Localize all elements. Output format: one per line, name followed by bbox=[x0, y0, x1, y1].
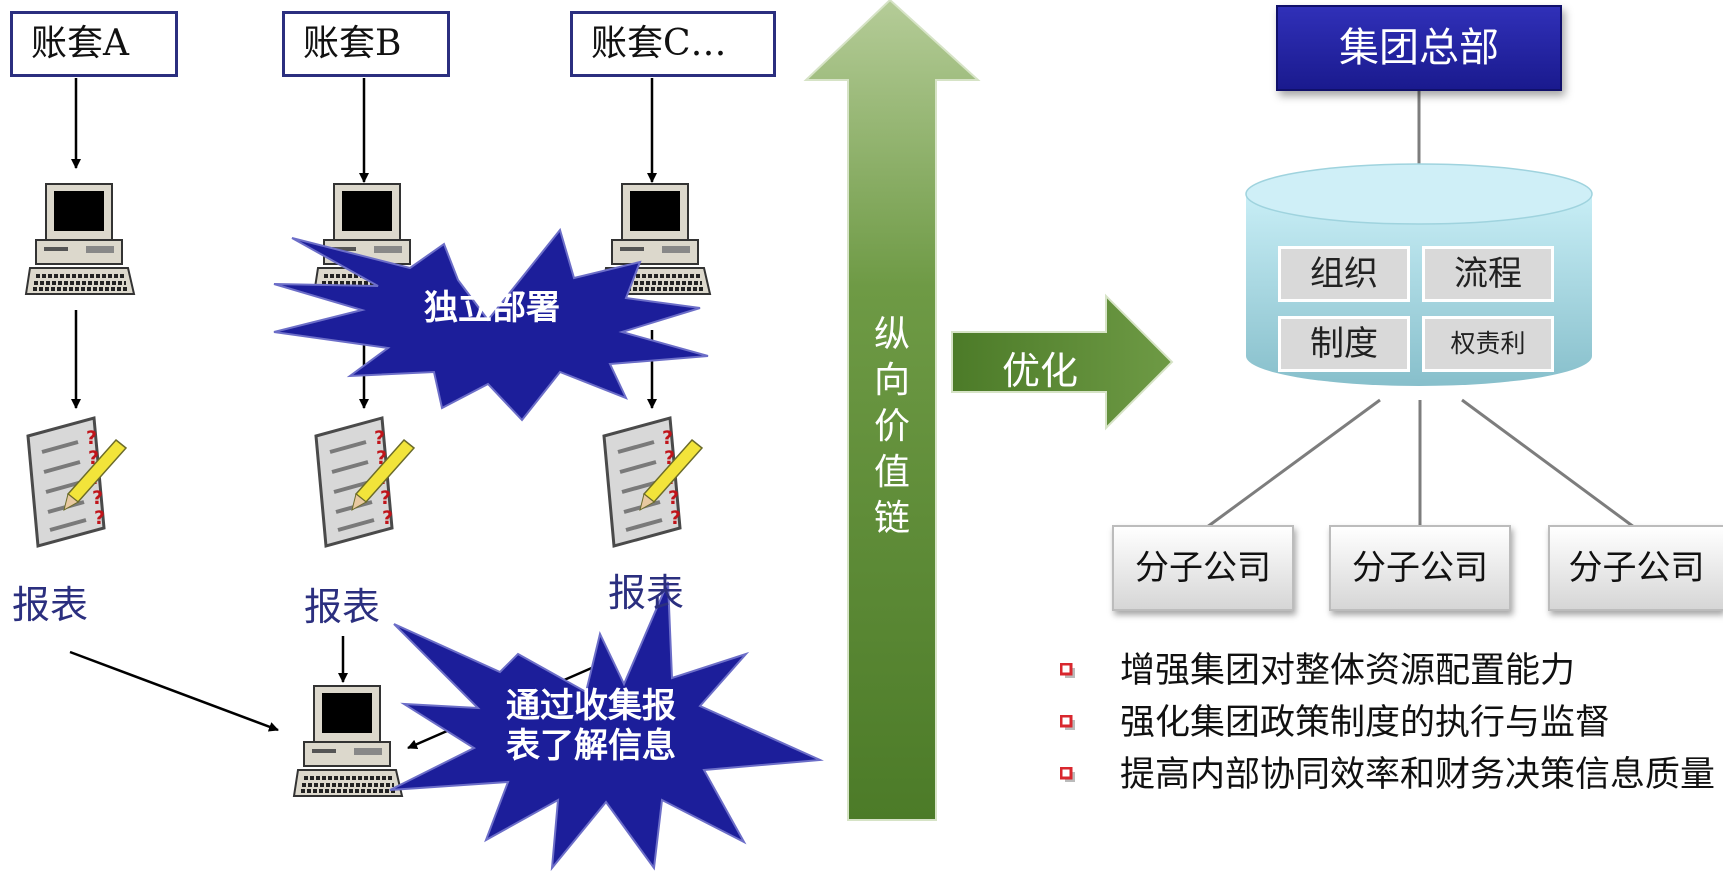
db-cell-organization: 组织 bbox=[1278, 246, 1410, 302]
benefit-text: 强化集团政策制度的执行与监督 bbox=[1120, 703, 1611, 743]
report-icon-c bbox=[602, 416, 704, 548]
collect-burst bbox=[389, 581, 824, 872]
ledger-b-box: 账套B bbox=[282, 11, 450, 77]
optimize-arrow bbox=[951, 293, 1174, 431]
report-icon-b bbox=[314, 416, 416, 548]
collect-burst-line1: 通过收集报 bbox=[506, 686, 676, 726]
vertical-chain-arrow bbox=[803, 0, 981, 821]
ledger-a-box: 账套A bbox=[10, 11, 178, 77]
collect-burst-line2: 表了解信息 bbox=[506, 726, 676, 766]
benefit-item: 增强集团对整体资源配置能力 bbox=[1060, 646, 1715, 698]
ledger-arrows bbox=[71, 78, 657, 183]
vertical-chain-char: 值 bbox=[873, 452, 910, 493]
subsidiary-box-1: 分子公司 bbox=[1112, 525, 1294, 611]
subsidiary-box-3: 分子公司 bbox=[1548, 525, 1723, 611]
db-cell-system: 制度 bbox=[1278, 316, 1410, 372]
ledger-c-box: 账套C… bbox=[570, 11, 776, 77]
db-cell-responsibility: 权责利 bbox=[1422, 316, 1554, 372]
vertical-chain-char: 链 bbox=[873, 498, 910, 539]
subsidiary-box-2: 分子公司 bbox=[1329, 525, 1511, 611]
vertical-chain-label: 纵 向 价 值 链 bbox=[868, 312, 916, 542]
central-computer-icon bbox=[292, 684, 404, 798]
bullet-square-icon bbox=[1060, 715, 1075, 730]
optimize-label: 优化 bbox=[1002, 349, 1079, 393]
bullet-square-icon bbox=[1060, 663, 1075, 678]
benefit-list: 增强集团对整体资源配置能力 强化集团政策制度的执行与监督 提高内部协同效率和财务… bbox=[1060, 646, 1715, 802]
benefit-text: 增强集团对整体资源配置能力 bbox=[1120, 651, 1576, 691]
report-label-c: 报表 bbox=[608, 571, 685, 615]
vertical-chain-char: 价 bbox=[873, 406, 910, 447]
deploy-burst bbox=[273, 227, 709, 422]
report-label-a: 报表 bbox=[12, 583, 89, 627]
report-icon-a bbox=[26, 416, 128, 548]
vertical-chain-char: 纵 bbox=[873, 314, 910, 355]
benefit-item: 强化集团政策制度的执行与监督 bbox=[1060, 698, 1715, 750]
vertical-chain-char: 向 bbox=[873, 360, 910, 401]
benefit-text: 提高内部协同效率和财务决策信息质量 bbox=[1120, 755, 1716, 795]
computer-icon-a bbox=[24, 182, 136, 296]
headquarters-box: 集团总部 bbox=[1276, 5, 1562, 91]
report-label-b: 报表 bbox=[304, 585, 381, 629]
deploy-burst-label: 独立部署 bbox=[424, 288, 560, 328]
bullet-square-icon bbox=[1060, 767, 1075, 782]
benefit-item: 提高内部协同效率和财务决策信息质量 bbox=[1060, 750, 1715, 802]
collect-burst-label: 通过收集报 表了解信息 bbox=[476, 686, 706, 766]
org-connectors bbox=[1202, 91, 1639, 532]
db-cell-process: 流程 bbox=[1422, 246, 1554, 302]
